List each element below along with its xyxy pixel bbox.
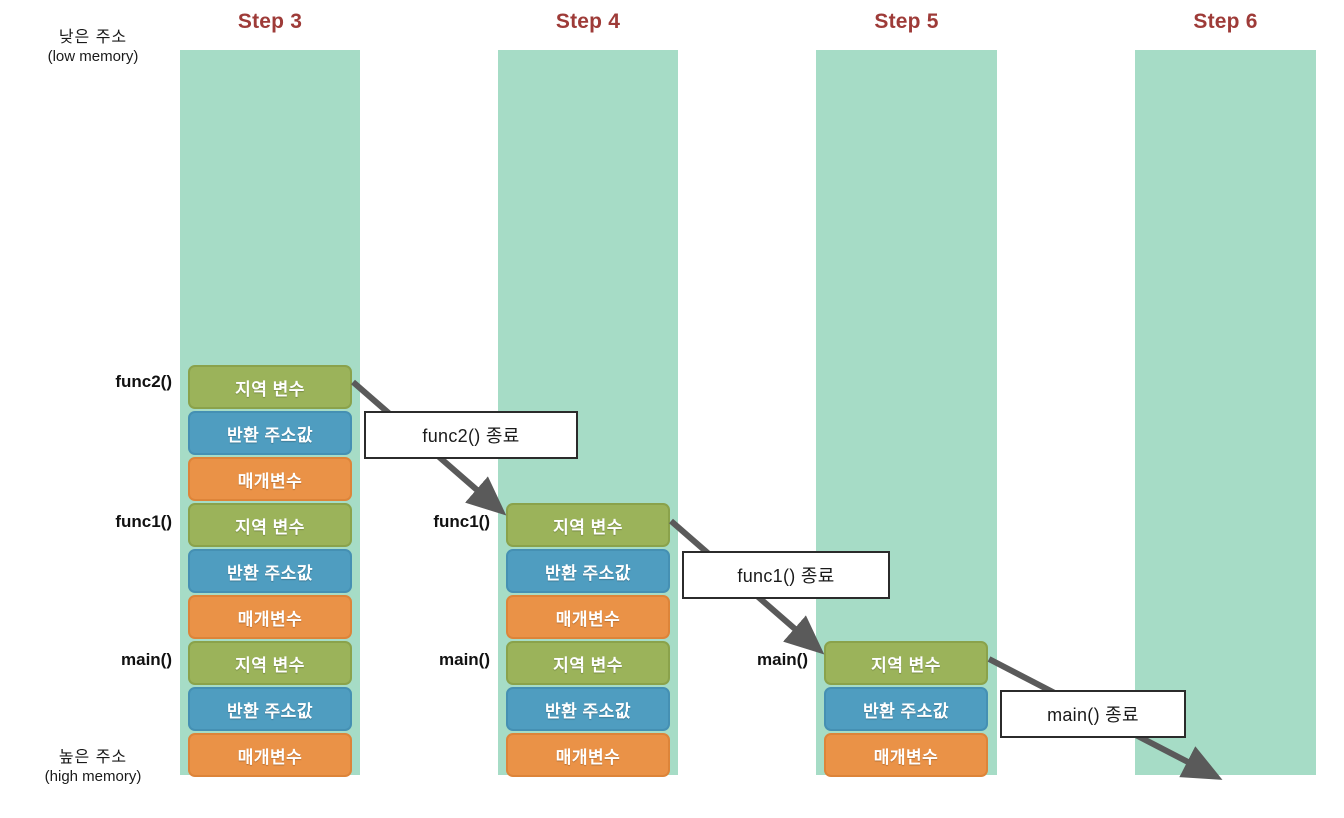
- slot-return-main-step4: 반환 주소값: [506, 687, 670, 731]
- slot-param-main-step3: 매개변수: [188, 733, 352, 777]
- low-memory-label-en: (low memory): [47, 48, 139, 65]
- slot-param-main-step4: 매개변수: [506, 733, 670, 777]
- frame-label-main-step5: main(): [757, 650, 808, 669]
- slot-return-main-step5: 반환 주소값: [824, 687, 988, 731]
- frame-label-func2-step3: func2(): [115, 372, 172, 391]
- slot-param-func1-step4: 매개변수: [506, 595, 670, 639]
- slot-local-main-step4: 지역 변수: [506, 641, 670, 685]
- step-band-6: [1135, 50, 1316, 775]
- slot-local-main-step5: 지역 변수: [824, 641, 988, 685]
- step-title-5: Step 5: [874, 10, 939, 33]
- slot-return-func2-step3: 반환 주소값: [188, 411, 352, 455]
- slot-param-main-step5: 매개변수: [824, 733, 988, 777]
- frame-label-func1-step3: func1(): [115, 512, 172, 531]
- slot-param-func2-step3: 매개변수: [188, 457, 352, 501]
- step-title-3: Step 3: [237, 10, 303, 33]
- high-memory-label: 높은 주소 (high memory): [8, 748, 178, 786]
- step-title-4: Step 4: [555, 10, 621, 33]
- step-title-6: Step 6: [1193, 10, 1258, 33]
- slot-local-func2-step3: 지역 변수: [188, 365, 352, 409]
- callout-func1-exit: func1() 종료: [682, 551, 890, 599]
- high-memory-label-ko: 높은 주소: [58, 749, 128, 766]
- callout-main-exit: main() 종료: [1000, 690, 1186, 738]
- slot-local-func1-step3: 지역 변수: [188, 503, 352, 547]
- callout-func2-exit: func2() 종료: [364, 411, 578, 459]
- slot-return-main-step3: 반환 주소값: [188, 687, 352, 731]
- low-memory-label: 낮은 주소 (low memory): [8, 28, 178, 66]
- slot-local-func1-step4: 지역 변수: [506, 503, 670, 547]
- frame-label-main-step3: main(): [121, 650, 172, 669]
- slot-return-func1-step4: 반환 주소값: [506, 549, 670, 593]
- slot-local-main-step3: 지역 변수: [188, 641, 352, 685]
- frame-label-main-step4: main(): [439, 650, 490, 669]
- slot-param-func1-step3: 매개변수: [188, 595, 352, 639]
- slot-return-func1-step3: 반환 주소값: [188, 549, 352, 593]
- frame-label-func1-step4: func1(): [433, 512, 490, 531]
- low-memory-label-ko: 낮은 주소: [58, 29, 128, 46]
- high-memory-label-en: (high memory): [44, 768, 142, 785]
